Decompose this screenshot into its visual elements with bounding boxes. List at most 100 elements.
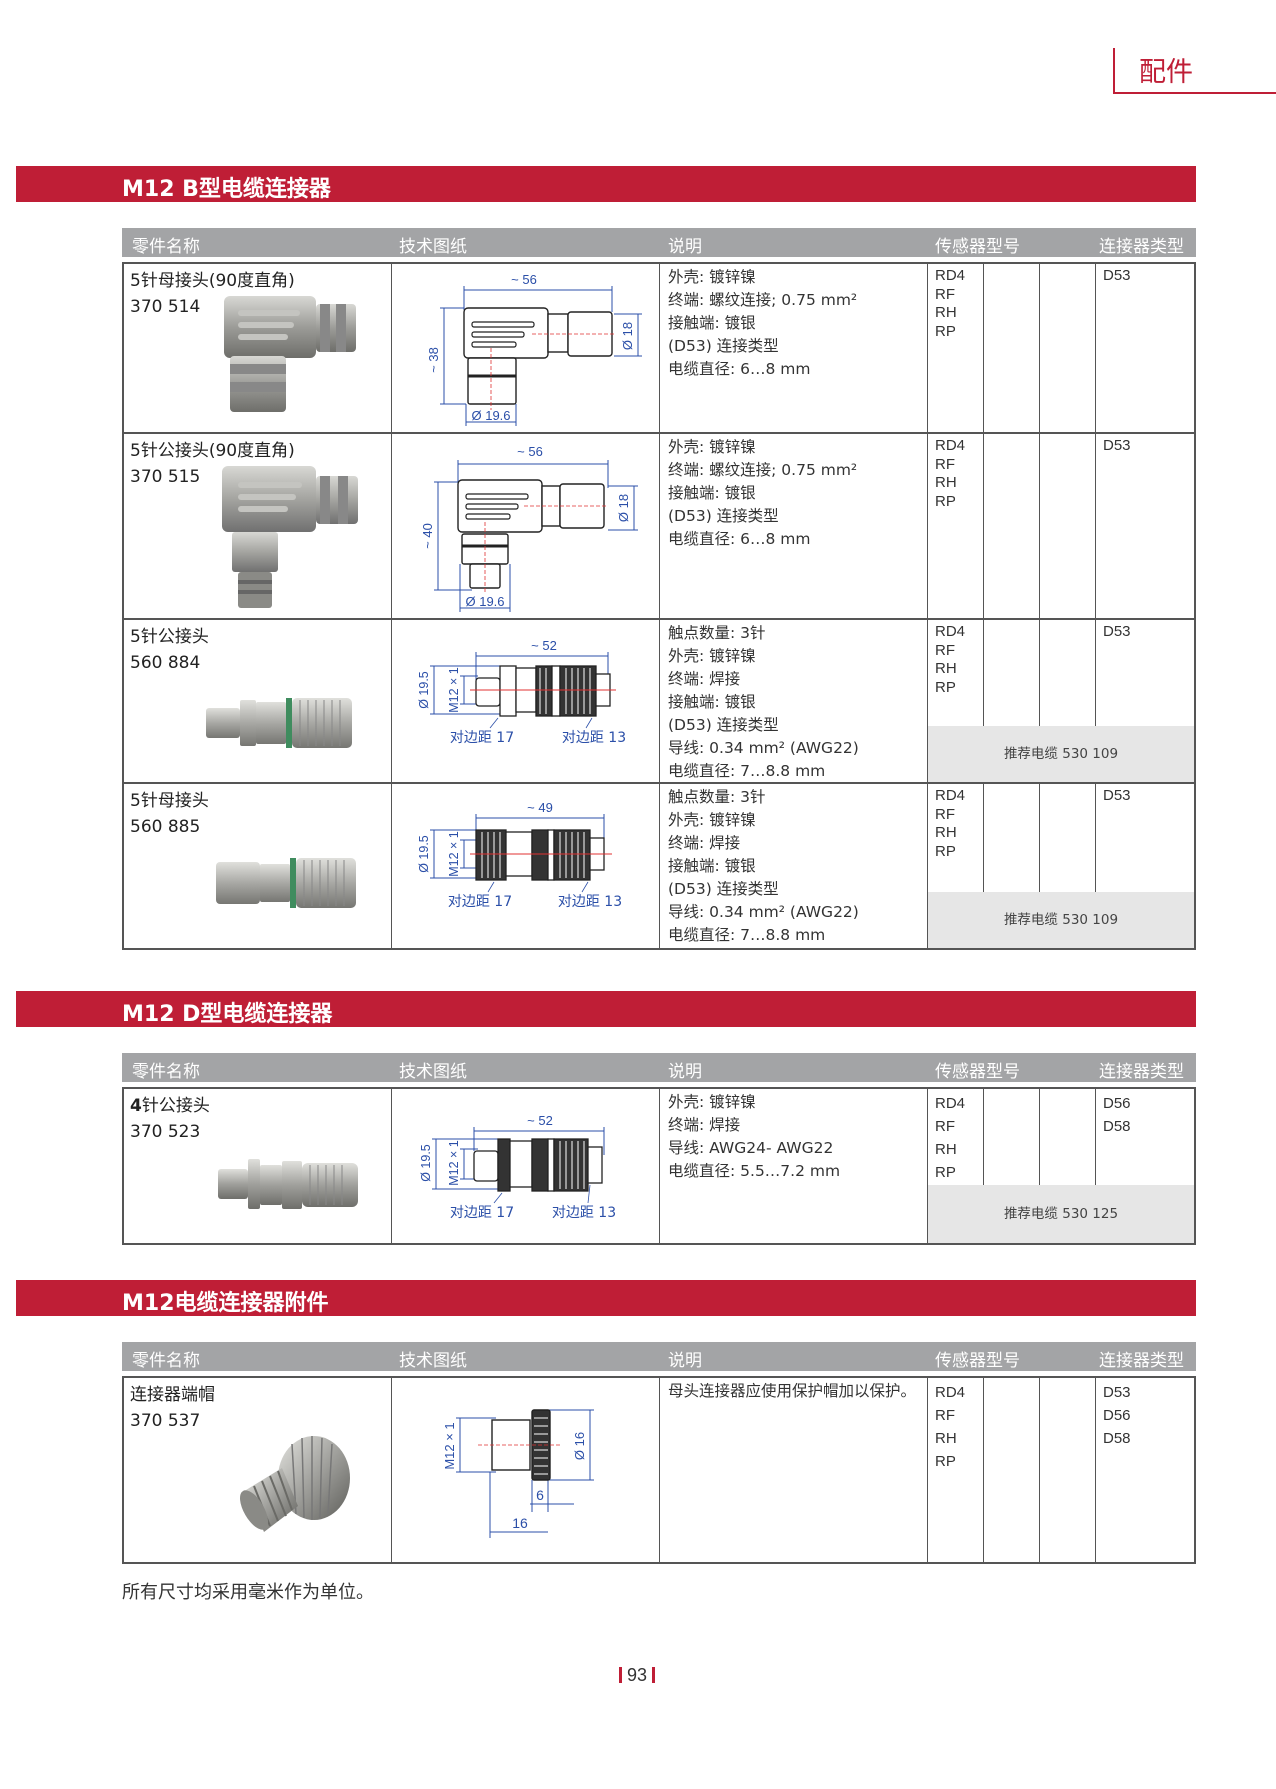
- sensor-model: RD4: [935, 623, 966, 640]
- empty-cell: [1040, 620, 1096, 782]
- col-header-description: 说明: [668, 1351, 702, 1371]
- dim-length: ~ 49: [527, 800, 553, 815]
- dim-length: ~ 56: [511, 272, 537, 287]
- part-number: 370 514: [130, 297, 201, 317]
- straight-4pin-male-drawing: ~ 52 Ø 19.5 M12 × 1 对边距 17 对边距 13: [419, 1113, 616, 1221]
- sensor-model: RH: [935, 1430, 957, 1447]
- sensor-model: RF: [935, 641, 955, 659]
- technical-drawing-cell: ~ 52 Ø 19.5 M12 × 1 对边距 17 对边距 13: [392, 620, 660, 782]
- sensor-model: RF: [935, 455, 955, 473]
- sensor-model: RD4: [935, 267, 966, 284]
- col-header-name: 零件名称: [132, 237, 200, 257]
- section-header-m12-b: M12 B型电缆连接器: [16, 166, 1196, 202]
- connector-end-cap-photo: [240, 1436, 350, 1532]
- straight-male-connector-photo: [206, 698, 352, 748]
- desc-line: 终端: 焊接: [668, 834, 741, 852]
- part-name-cell: 5针公接头 560 884: [124, 620, 392, 782]
- right-angle-female-drawing: ~ 56 ~ 38 Ø 18 Ø 19.6: [426, 272, 642, 426]
- sensor-model: RH: [935, 474, 957, 491]
- technical-drawing-cell: ~ 56 ~ 40 Ø 18 Ø 19.6: [392, 434, 660, 618]
- right-angle-male-drawing: ~ 56 ~ 40 Ø 18 Ø 19.6: [420, 444, 638, 612]
- part-number: 560 885: [130, 817, 201, 837]
- chapter-title: 配件: [1139, 57, 1193, 88]
- desc-line: 外壳: 镀锌镍: [668, 268, 756, 286]
- connector-type: D53: [1103, 623, 1131, 640]
- page-marker-right: [652, 1667, 656, 1683]
- empty-cell: [1040, 1378, 1096, 1562]
- desc-line: 触点数量: 3针: [668, 624, 766, 642]
- description-cell: 触点数量: 3针 外壳: 镀锌镍 终端: 焊接 接触端: 镀银 (D53) 连接…: [660, 620, 928, 782]
- dim-across-flats-17: 对边距 17: [450, 1205, 514, 1221]
- technical-drawing-cell: ~ 56 ~ 38 Ø 18 Ø 19.6: [392, 264, 660, 432]
- part-name-cell: 5针母接头 560 885: [124, 784, 392, 948]
- desc-line: 外壳: 镀锌镍: [668, 438, 756, 456]
- dim-dia: Ø 19.5: [417, 835, 431, 873]
- connector-type-cell: D56 D58: [1096, 1089, 1196, 1243]
- parts-table-m12-accessories: 连接器端帽 370 537 M12 × 1: [122, 1376, 1196, 1564]
- sensor-model: RP: [935, 492, 956, 510]
- dim-length: ~ 56: [517, 444, 543, 459]
- sensor-model: RD4: [935, 1384, 966, 1401]
- desc-line: 电缆直径: 6…8 mm: [668, 360, 811, 378]
- description-cell: 外壳: 镀锌镍 终端: 螺纹连接; 0.75 mm² 接触端: 镀银 (D53)…: [660, 264, 928, 432]
- table-header: 零件名称 技术图纸 说明 传感器型号 连接器类型: [122, 1053, 1196, 1082]
- col-header-drawing: 技术图纸: [399, 1062, 467, 1082]
- table-row: 5针公接头 560 884 ~ 52 Ø 19.: [124, 620, 1194, 784]
- recommended-cable: 推荐电缆 530 109: [928, 726, 1194, 782]
- col-header-sensor-model: 传感器型号: [935, 237, 1020, 257]
- desc-line: (D53) 连接类型: [668, 507, 779, 525]
- desc-line: 终端: 螺纹连接; 0.75 mm²: [668, 291, 858, 309]
- sensor-model-cell: RD4 RF RH RP: [928, 1378, 984, 1562]
- sensor-model: RH: [935, 824, 957, 841]
- part-name: 5针公接头: [130, 627, 209, 647]
- connector-type-cell: D53: [1096, 784, 1196, 948]
- empty-cell: [984, 620, 1040, 782]
- sensor-model: RP: [935, 322, 956, 340]
- part-name: 5针母接头(90度直角): [130, 271, 295, 291]
- part-name: 5针母接头: [130, 791, 209, 811]
- sensor-model-cell: RD4 RF RH RP: [928, 434, 984, 618]
- col-header-connector-type: 连接器类型: [1099, 1062, 1184, 1082]
- desc-line: 电缆直径: 5.5…7.2 mm: [668, 1162, 841, 1180]
- section-title: M12电缆连接器附件: [122, 1291, 329, 1316]
- part-name: 5针公接头(90度直角): [130, 441, 295, 461]
- chapter-tab: 配件: [1113, 48, 1276, 94]
- desc-line: 终端: 螺纹连接; 0.75 mm²: [668, 461, 858, 479]
- sensor-model-cell: RD4 RF RH RP: [928, 264, 984, 432]
- technical-drawing-cell: ~ 49 Ø 19.5 M12 × 1 对边距 17 对边距 13: [392, 784, 660, 948]
- dim-dia: Ø 19.5: [417, 671, 431, 709]
- section-header-m12-accessories: M12电缆连接器附件: [16, 1280, 1196, 1316]
- connector-type: D53: [1103, 267, 1131, 284]
- sensor-model: RD4: [935, 437, 966, 454]
- table-row: 5针母接头 560 885 ~ 49 Ø 19.5: [124, 784, 1194, 948]
- dim-dia: Ø 19.5: [419, 1144, 433, 1182]
- connector-type: D56: [1103, 1095, 1131, 1112]
- sensor-model: RP: [935, 842, 956, 860]
- part-name: 连接器端帽: [130, 1385, 215, 1405]
- col-header-connector-type: 连接器类型: [1099, 237, 1184, 257]
- part-name-cell: 5针母接头(90度直角) 370 514: [124, 264, 392, 432]
- dim-across-flats-17: 对边距 17: [448, 894, 512, 910]
- connector-type-cell: D53: [1096, 620, 1196, 782]
- col-header-description: 说明: [668, 237, 702, 257]
- right-angle-male-connector-photo: [222, 466, 358, 608]
- col-header-name: 零件名称: [132, 1062, 200, 1082]
- technical-drawing-cell: M12 × 1 Ø 16 6 16: [392, 1378, 660, 1562]
- sensor-model: RF: [935, 1118, 955, 1135]
- desc-line: 电缆直径: 6…8 mm: [668, 530, 811, 548]
- table-row: 连接器端帽 370 537 M12 × 1: [124, 1378, 1194, 1562]
- sensor-model: RD4: [935, 787, 966, 804]
- page-number-value: 93: [627, 1665, 648, 1685]
- dim-height: ~ 38: [426, 347, 441, 373]
- connector-type-cell: D53 D56 D58: [1096, 1378, 1196, 1562]
- empty-cell: [1040, 784, 1096, 948]
- desc-line: 导线: 0.34 mm² (AWG22): [668, 739, 859, 757]
- dim-width-16: 16: [512, 1515, 528, 1531]
- page-marker-left: [619, 1667, 622, 1683]
- connector-type: D53: [1103, 787, 1131, 804]
- desc-line: 外壳: 镀锌镍: [668, 1093, 756, 1111]
- section-title: M12 D型电缆连接器: [122, 1002, 333, 1027]
- part-number: 370 515: [130, 467, 201, 487]
- dim-length: ~ 52: [527, 1113, 553, 1128]
- sensor-model: RF: [935, 285, 955, 303]
